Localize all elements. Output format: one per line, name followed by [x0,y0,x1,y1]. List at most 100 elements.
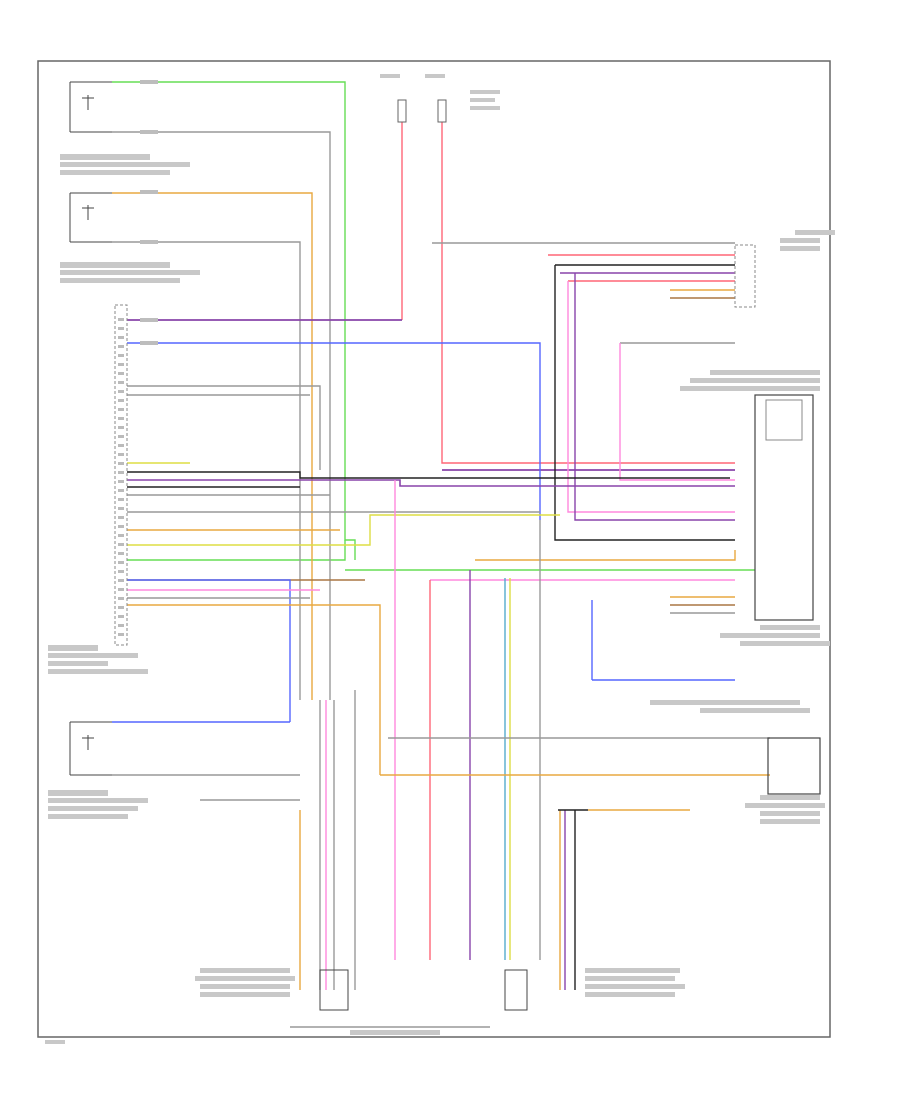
fine-print-74 [48,653,138,658]
wire-4 [112,131,331,700]
fine-print-group [45,74,835,1044]
fine-print-94 [760,811,820,816]
fine-print-132 [118,507,124,510]
right-main-module-inner [765,399,803,441]
fine-print-101 [585,976,675,981]
fine-print-67 [60,154,150,160]
wire-33 [127,514,560,546]
fine-print-112 [118,327,124,330]
fine-print-75 [48,661,108,666]
fine-print-105 [45,1040,65,1044]
fine-print-128 [118,471,124,474]
fine-print-118 [118,381,124,384]
wire-12 [127,342,541,520]
fine-print-131 [118,498,124,501]
fine-print-93 [745,803,825,808]
fine-print-119 [118,390,124,393]
fine-print-148 [140,130,158,134]
fine-print-124 [118,435,124,438]
fine-print-100 [585,968,680,973]
fine-print-73 [48,645,98,651]
fine-print-122 [118,417,124,420]
fine-print-121 [118,408,124,411]
fine-print-106 [380,74,400,78]
wire-22 [574,273,735,521]
fine-print-150 [140,240,158,244]
fine-print-142 [118,597,124,600]
diagram-frame [37,60,831,1038]
fine-print-146 [118,633,124,636]
wire-10 [441,122,735,464]
left-module-connector [114,304,128,646]
wire-20 [554,265,735,541]
right-upper-module [734,244,756,308]
fine-print-139 [118,570,124,573]
fine-print-136 [118,543,124,546]
wire-25 [127,385,321,470]
fine-print-88 [720,633,820,638]
wire-6 [112,241,301,700]
fine-print-114 [118,345,124,348]
fine-print-70 [60,262,170,268]
wire-5 [112,192,313,700]
fine-print-90 [650,700,800,705]
fine-print-130 [118,489,124,492]
wire-21 [567,281,735,513]
fine-print-137 [118,552,124,555]
fine-print-116 [118,363,124,366]
fine-print-103 [585,992,675,997]
wire-36 [127,604,381,775]
fine-print-92 [760,795,820,800]
fuse-2 [437,99,447,123]
wire-2 [127,540,346,561]
fine-print-81 [795,230,835,235]
fine-print-111 [118,318,124,321]
fine-print-152 [140,341,158,345]
fine-print-107 [425,74,445,78]
fine-print-117 [118,372,124,375]
fine-print-127 [118,462,124,465]
fine-print-97 [195,976,295,981]
fine-print-99 [200,992,290,997]
fine-print-149 [140,190,158,194]
wire-24 [619,343,735,481]
fine-print-133 [118,516,124,519]
fine-print-102 [585,984,685,989]
fine-print-79 [48,806,138,811]
fuse-1 [397,99,407,123]
fine-print-80 [48,814,128,819]
fine-print-82 [780,238,820,243]
fine-print-104 [350,1030,440,1035]
fine-print-125 [118,444,124,447]
bottom-right-switch [504,969,528,1011]
fine-print-134 [118,525,124,528]
wire-28 [127,471,730,479]
fine-print-135 [118,534,124,537]
wire-35 [127,579,291,722]
fine-print-72 [60,278,180,283]
fine-print-87 [760,625,820,630]
fine-print-96 [200,968,290,973]
fine-print-140 [118,579,124,582]
wire-group [112,81,770,990]
bottom-left-switch [319,969,349,1011]
fine-print-89 [740,641,830,646]
right-main-module [754,394,814,621]
fine-print-85 [690,378,820,383]
fine-print-145 [118,624,124,627]
fine-print-77 [48,790,108,796]
fine-print-69 [60,170,170,175]
fine-print-141 [118,588,124,591]
fine-print-143 [118,606,124,609]
fine-print-144 [118,615,124,618]
fine-print-68 [60,162,190,167]
sensor-low-left [69,721,112,776]
fine-print-95 [760,819,820,824]
wire-43 [475,550,736,561]
fine-print-76 [48,669,148,674]
fine-print-109 [470,98,495,102]
fine-print-78 [48,798,148,803]
fine-print-147 [140,80,158,84]
